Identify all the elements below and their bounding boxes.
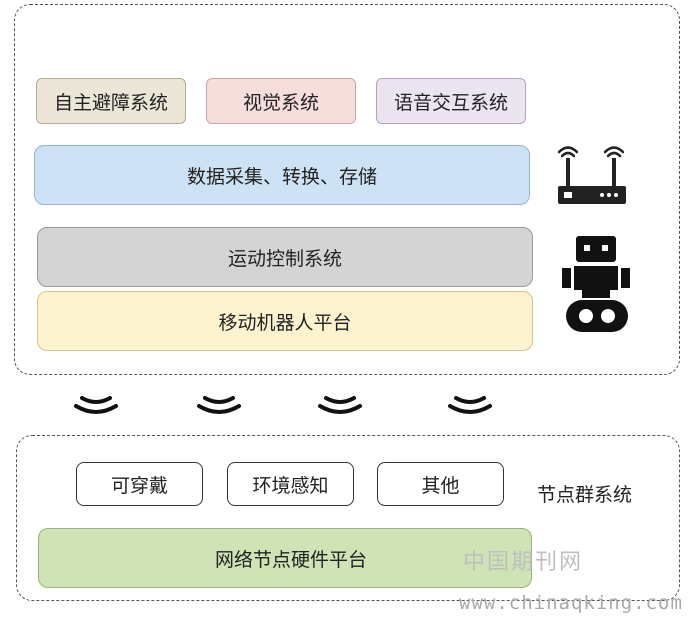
network-node-platform: 网络节点硬件平台 — [38, 528, 532, 588]
mobile-robot-platform: 移动机器人平台 — [37, 291, 533, 351]
robot-icon — [562, 236, 630, 332]
wireless-signal-icon — [74, 396, 118, 414]
wearable-module: 可穿戴 — [76, 462, 203, 506]
watermark-url: www.chinaqking.com — [459, 592, 683, 614]
watermark-cn: 中国期刊网 — [463, 550, 584, 575]
router-icon — [557, 146, 626, 204]
environment-sensing-module: 环境感知 — [227, 462, 354, 506]
data-layer: 数据采集、转换、存储 — [34, 145, 530, 205]
wireless-signal-icon — [318, 396, 362, 414]
wireless-signal-icon — [448, 396, 492, 414]
voice-interaction-module: 语音交互系统 — [376, 78, 526, 124]
motion-control-layer: 运动控制系统 — [37, 227, 533, 287]
wireless-signal-icon — [197, 396, 241, 414]
vision-module: 视觉系统 — [206, 78, 356, 124]
node-system-label: 节点群系统 — [537, 484, 633, 506]
other-module: 其他 — [377, 462, 504, 506]
robot-system-group — [14, 4, 680, 375]
obstacle-avoidance-module: 自主避障系统 — [36, 78, 186, 124]
node-system-group — [16, 435, 680, 601]
